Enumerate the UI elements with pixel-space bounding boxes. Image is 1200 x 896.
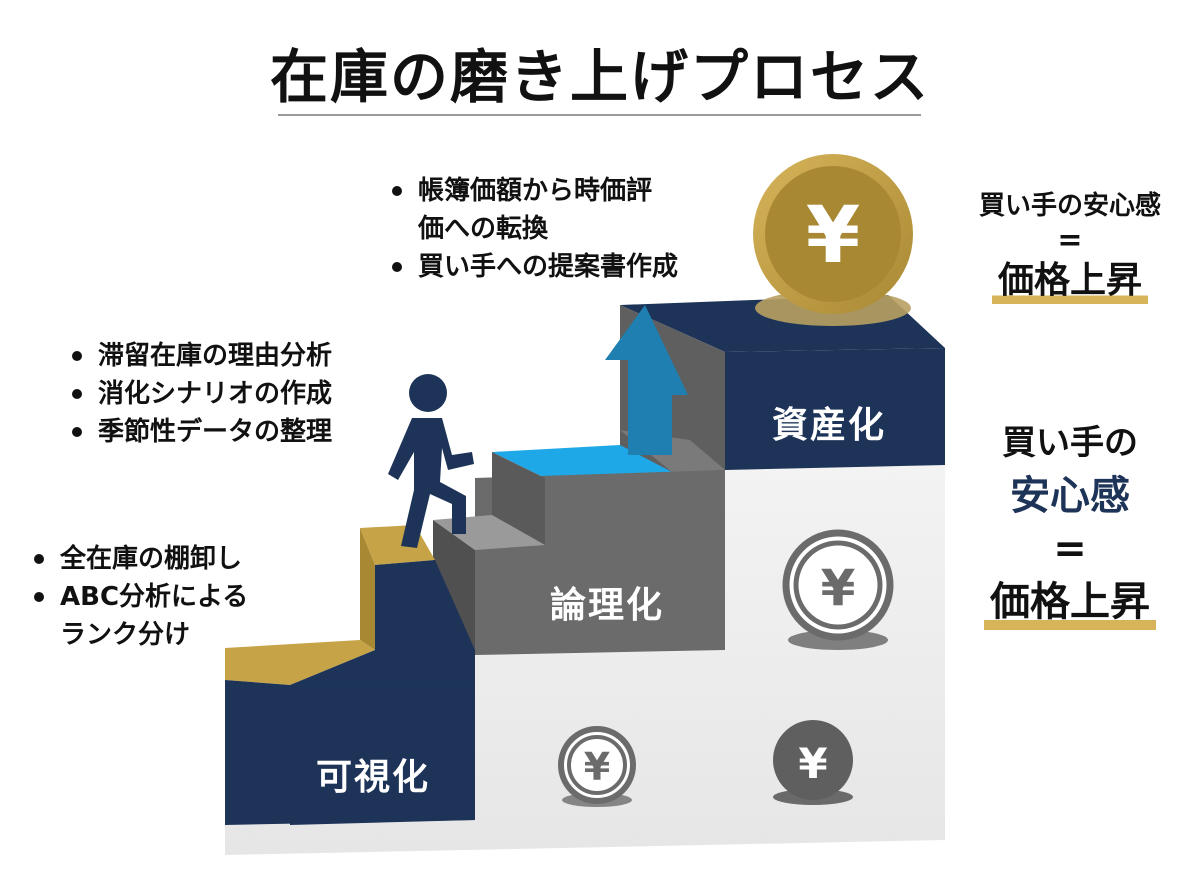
equation-top: 買い手の安心感 = 価格上昇 [950, 188, 1190, 304]
bullet-item: 全在庫の棚卸し [30, 540, 248, 578]
step1-gold-top-lower [225, 640, 375, 685]
step3-front [725, 348, 945, 470]
bullet-item: ABC分析によるランク分け [30, 578, 248, 654]
yen-coin-icon-medium: ¥ [782, 529, 894, 650]
step1-dark-front [290, 680, 475, 825]
bullets-logic: 滞留在庫の理由分析 消化シナリオの作成 季節性データの整理 [68, 337, 332, 451]
floor-plane [225, 465, 945, 855]
equation-bottom-line1: 買い手の [1002, 423, 1138, 463]
bullets-asset: 帳簿価額から時価評価への転換 買い手への提案書作成 [388, 172, 678, 286]
person-walking-icon [388, 374, 474, 548]
page-title: 在庫の磨き上げプロセス [269, 43, 930, 111]
equation-top-line1: 買い手の安心感 [978, 191, 1161, 221]
step-label-visualization: 可視化 [316, 757, 431, 798]
svg-text:¥: ¥ [821, 559, 856, 617]
bullet-item: 消化シナリオの作成 [68, 375, 332, 413]
bullet-item: 滞留在庫の理由分析 [68, 337, 332, 375]
equation-top-result: 価格上昇 [991, 258, 1148, 304]
equation-bottom-equals: = [1053, 526, 1087, 572]
bullets-visualization: 全在庫の棚卸し ABC分析によるランク分け [30, 540, 248, 654]
step-label-asset: 資産化 [772, 405, 887, 446]
equation-bottom: 買い手の 安心感 = 価格上昇 [950, 418, 1190, 630]
equation-bottom-line2: 安心感 [1010, 473, 1130, 519]
svg-text:¥: ¥ [798, 739, 827, 788]
yen-coin-icon-small: ¥ [558, 726, 636, 807]
step1-gold-face [360, 528, 375, 650]
svg-text:¥: ¥ [584, 745, 610, 789]
title-divider [278, 114, 921, 116]
svg-text:¥: ¥ [806, 191, 860, 281]
arrow-up-icon [605, 305, 688, 455]
bullet-item: 季節性データの整理 [68, 413, 332, 451]
step2-left-face [492, 452, 545, 545]
step-label-logic: 論理化 [550, 585, 665, 626]
bullet-item: 帳簿価額から時価評価への転換 [388, 172, 678, 248]
equation-top-equals: = [1057, 223, 1083, 258]
yen-coin-icon-solid: ¥ [773, 720, 853, 805]
equation-bottom-result: 価格上昇 [984, 574, 1156, 630]
yen-coin-icon-large: ¥ [753, 154, 913, 326]
bullet-item: 買い手への提案書作成 [388, 248, 678, 286]
step2-cyan-top [492, 445, 672, 478]
step2-notch [433, 520, 475, 655]
